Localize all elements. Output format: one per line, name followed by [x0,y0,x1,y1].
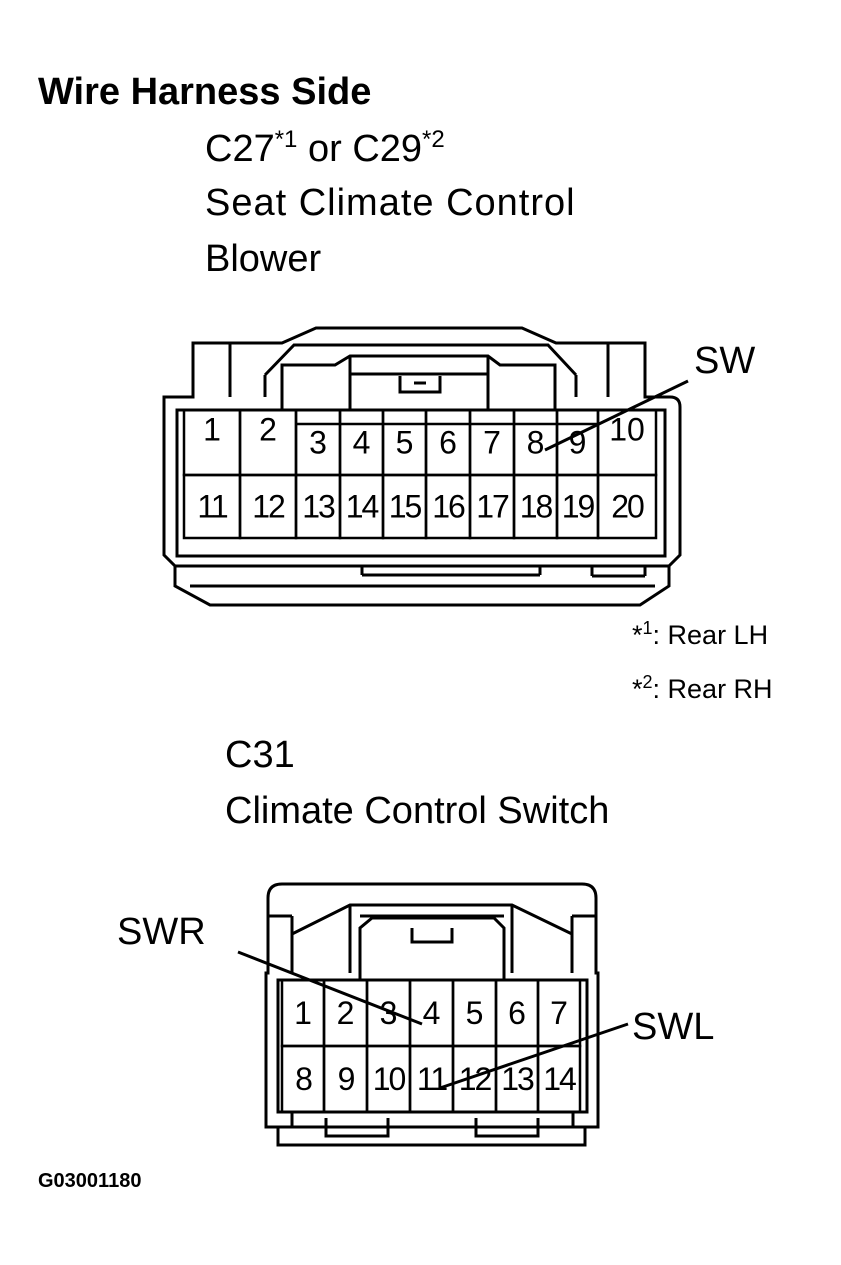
pin-number: 15 [389,489,422,525]
pin-number: 6 [508,995,526,1031]
footnote-2-mark: * [632,674,643,704]
pin-number: 7 [483,425,501,461]
pin-number: 3 [380,995,398,1031]
pin-number: 16 [432,489,465,525]
connector2-code: C31 [225,734,295,776]
connector1-name-line1: Seat Climate Control [205,182,576,224]
connector1-sup-a: *1 [274,126,298,153]
pin-number: 4 [353,425,371,461]
pin-number: 5 [466,995,484,1031]
pin-number: 17 [476,489,509,525]
pin-number: 3 [309,425,327,461]
pin-number: 12 [252,489,285,525]
page-heading: Wire Harness Side [38,71,372,113]
pin-number: 7 [550,995,568,1031]
footnote-2: *2: Rear RH [632,673,773,704]
connector1-code-b: C29 [352,128,423,170]
connector1-joiner: or [297,128,353,170]
connector1-name-line2: Blower [205,238,322,280]
pin-number: 2 [259,412,277,448]
pin-number: 9 [338,1061,355,1097]
footnote-2-text: : Rear RH [652,674,773,704]
pin-number: 20 [611,489,644,525]
leader-swl [439,1022,629,1090]
pin-number: 14 [543,1061,576,1097]
pin-number: 19 [562,489,595,525]
footnote-1-text: : Rear LH [652,620,769,650]
pin-number: 14 [346,489,379,525]
footnote-1-sup: 1 [642,618,653,638]
callout-sw: SW [694,340,756,382]
pin-number: 10 [373,1061,406,1097]
pin-number: 8 [527,425,545,461]
footnote-2-sup: 2 [642,672,653,692]
pin-number: 1 [294,995,312,1031]
pin-number: 11 [417,1061,447,1097]
connector1-code-a: C27 [205,128,275,170]
pin-number: 4 [423,995,441,1031]
connector1-code-line: C27*1 or C29*2 [205,128,445,170]
pin-number: 1 [203,412,221,448]
pin-number: 11 [197,489,227,525]
callout-swr: SWR [117,911,206,953]
pin-number: 5 [396,425,414,461]
pin-number: 13 [302,489,335,525]
pin-number: 18 [520,489,553,525]
leader-swr [237,950,423,1026]
connector2-name: Climate Control Switch [225,790,610,832]
pin-number: 8 [295,1061,312,1097]
pin-number: 6 [439,425,457,461]
footnote-1-mark: * [632,620,643,650]
callout-swl: SWL [632,1006,715,1048]
pin-number: 13 [501,1061,534,1097]
connector1-housing [162,326,682,607]
figure-code: G03001180 [38,1170,142,1192]
footnote-1: *1: Rear LH [632,619,769,650]
pin-number: 2 [337,995,355,1031]
cavity-bottom-20 [596,473,658,540]
leader-sw [544,379,689,452]
connector1-sup-b: *2 [422,126,445,153]
